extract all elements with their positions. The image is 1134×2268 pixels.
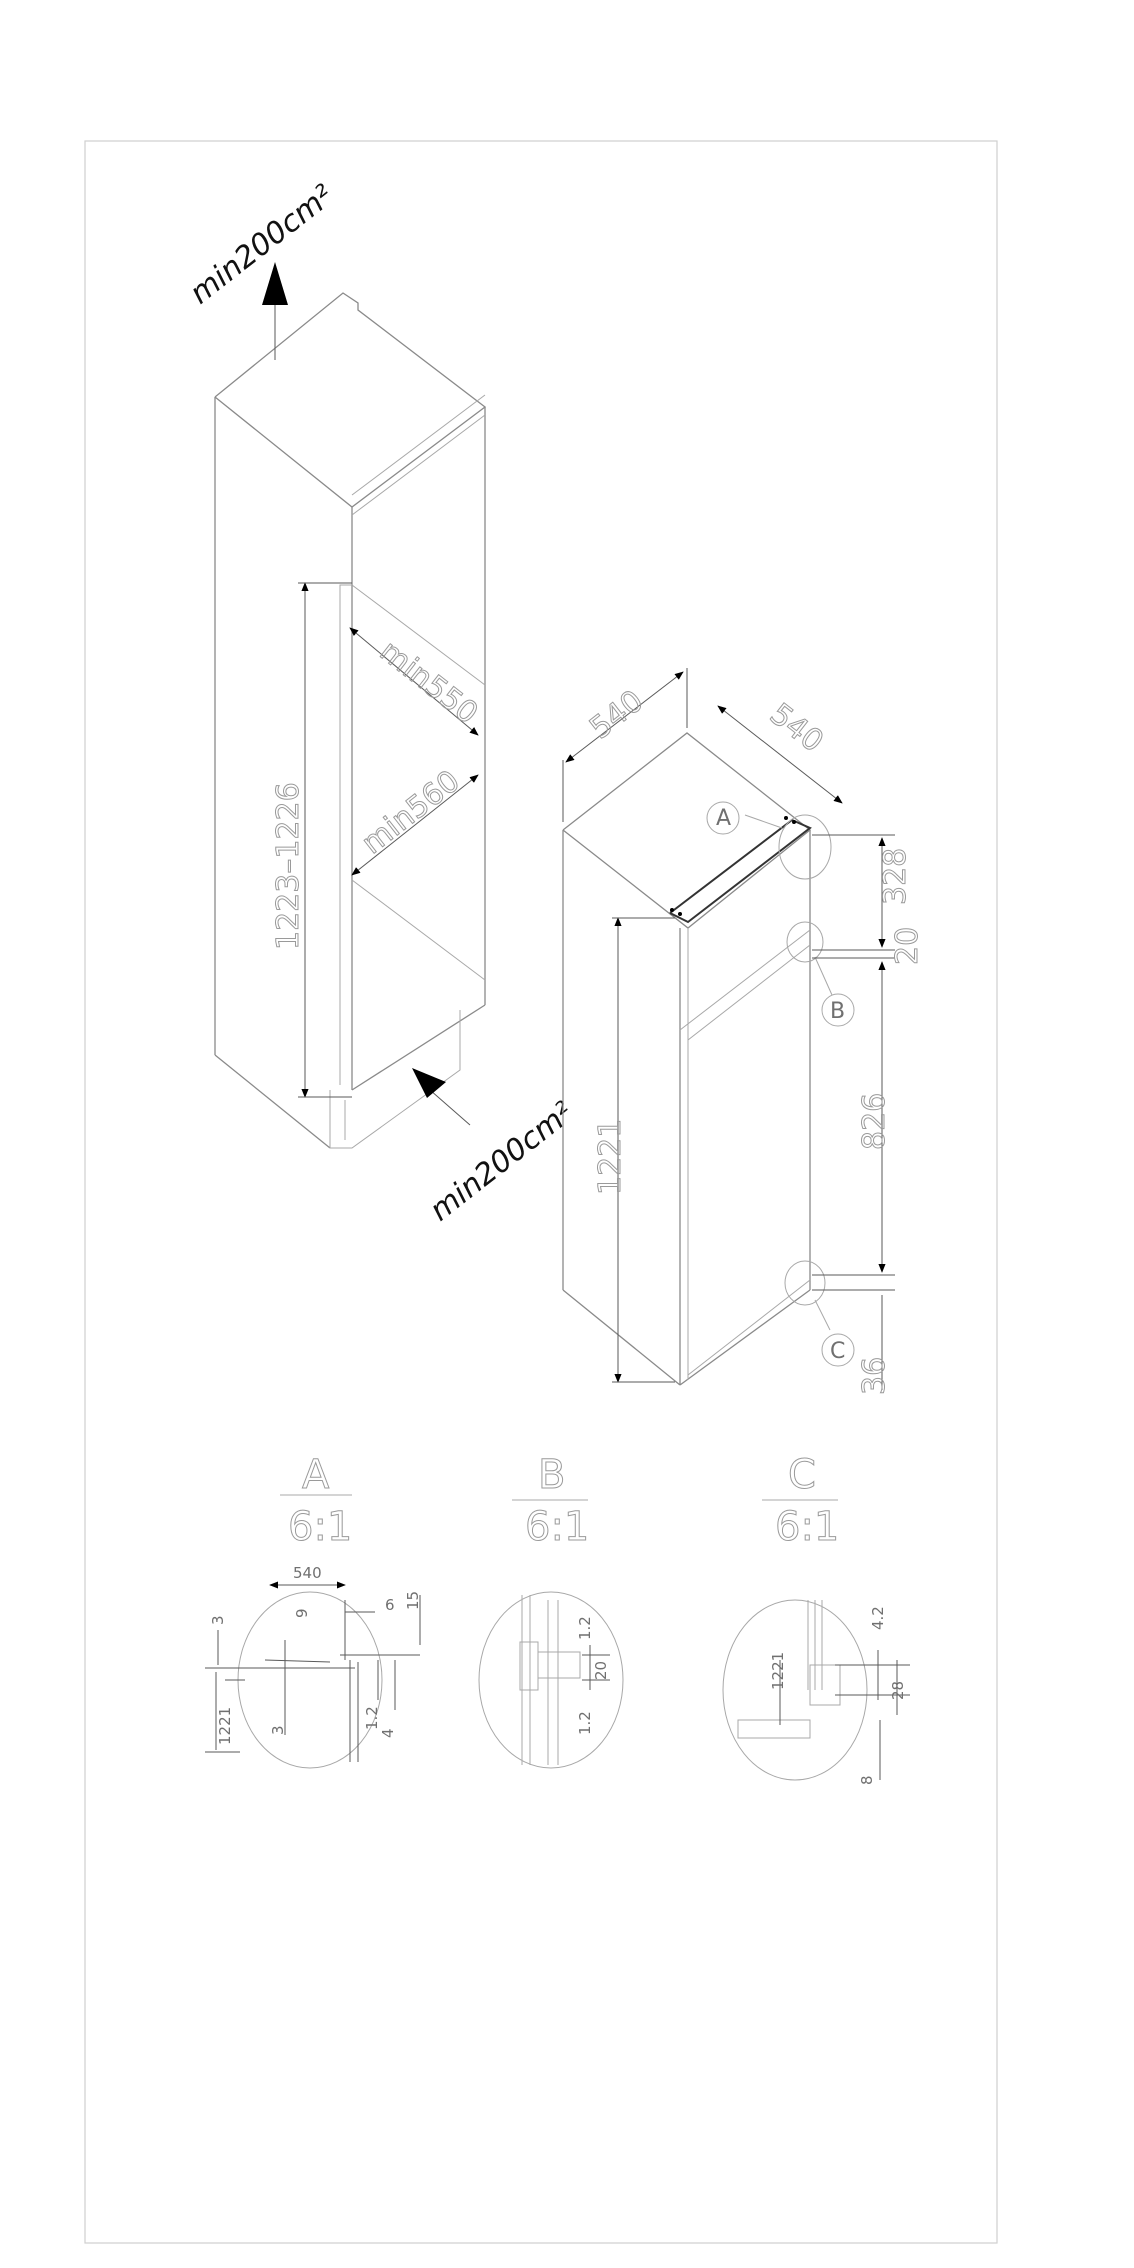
callout-b-bubble	[821, 993, 855, 1027]
dim-328-label: 328	[878, 848, 913, 905]
detail-b-scale: 6:1	[525, 1504, 589, 1550]
svg-text:1.2: 1.2	[363, 1706, 381, 1730]
callout-b-circle	[786, 921, 824, 963]
detail-c-scale: 6:1	[775, 1504, 839, 1550]
svg-text:3: 3	[209, 1615, 227, 1625]
svg-text:20: 20	[592, 1661, 610, 1680]
svg-text:1.2: 1.2	[576, 1616, 594, 1640]
svg-text:1221: 1221	[216, 1707, 234, 1745]
detail-a-scale: 6:1	[288, 1504, 352, 1550]
svg-text:3: 3	[269, 1725, 287, 1735]
sheet-border	[84, 140, 998, 2244]
svg-text:1.2: 1.2	[576, 1711, 594, 1735]
detail-c: 4.2 1221 28 8	[722, 1599, 910, 1785]
appliance-depth-label: 540	[763, 697, 830, 760]
detail-b-title: B	[538, 1452, 565, 1498]
callout-a-circle	[778, 814, 832, 880]
appliance-body	[562, 732, 812, 1386]
svg-text:4.2: 4.2	[869, 1606, 887, 1630]
dim-20-label: 20	[890, 927, 925, 965]
svg-text:28: 28	[889, 1681, 907, 1700]
svg-text:4: 4	[379, 1728, 397, 1738]
callout-a-label: A	[716, 806, 731, 831]
detail-a: 540 6 15 9 3 1221 3 1.2 4	[205, 1564, 422, 1769]
callout-b-label: B	[830, 999, 845, 1024]
svg-text:15: 15	[404, 1591, 422, 1610]
dim-826-label: 826	[857, 1093, 892, 1150]
detail-b: 1.2 20 1.2	[478, 1591, 624, 1769]
niche-height-label: 1223–1226	[271, 782, 306, 950]
niche-width-label: min560	[355, 764, 466, 862]
vent-bottom-label: min200cm²	[423, 1095, 580, 1228]
detail-a-title: A	[302, 1452, 330, 1498]
svg-text:6: 6	[385, 1596, 395, 1614]
niche-depth-label: min550	[373, 634, 484, 732]
vent-bottom-line	[429, 1089, 471, 1126]
callout-c-label: C	[830, 1339, 845, 1364]
vent-top-label: min200cm²	[183, 178, 340, 311]
appliance-height-label: 1221	[593, 1119, 628, 1195]
svg-text:540: 540	[293, 1564, 322, 1582]
appliance-depth-dimline	[717, 705, 843, 804]
niche-cabinet	[214, 292, 487, 1149]
vent-bottom-arrow	[412, 1068, 446, 1098]
appliance-width-label: 540	[583, 683, 650, 746]
callout-c-circle	[784, 1260, 826, 1306]
svg-text:1221: 1221	[769, 1652, 787, 1690]
svg-text:8: 8	[858, 1775, 876, 1785]
niche-depth-dimline	[349, 627, 479, 736]
svg-text:9: 9	[293, 1608, 311, 1618]
callout-c-bubble	[821, 1333, 855, 1367]
niche-width-dimline	[351, 774, 479, 876]
vent-top-arrow	[262, 262, 288, 305]
detail-c-title: C	[788, 1452, 816, 1498]
appliance-width-dimline	[565, 671, 684, 763]
dim-36-label: 36	[857, 1357, 892, 1395]
